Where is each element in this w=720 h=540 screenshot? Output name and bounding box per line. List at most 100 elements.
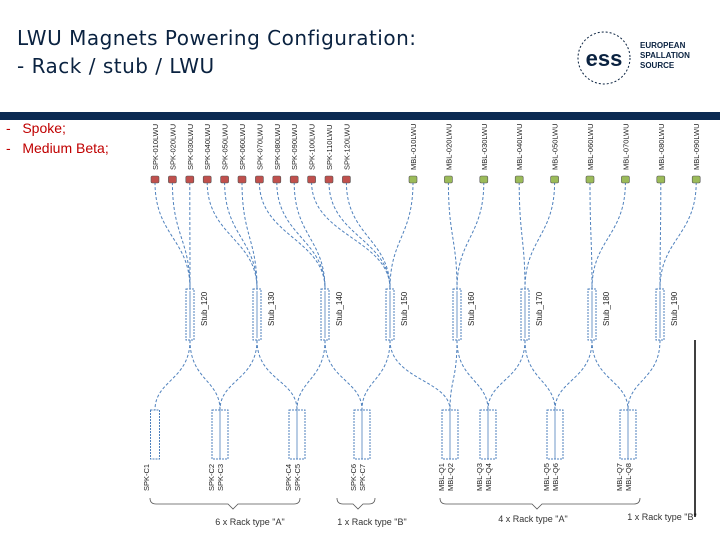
stub-label-stub_120: Stub_120: [200, 291, 209, 326]
magnet-square-spk-050lwu: [220, 175, 229, 184]
rack-label-spk-c1: SPK-C1: [142, 464, 151, 491]
magnet-label-mbl-090lwu: MBL-090LWU: [692, 123, 701, 170]
stub-label-stub_150: Stub_150: [400, 291, 409, 326]
magnet-label-spk-100lwu: SPK-100LWU: [308, 124, 317, 170]
stub-rack-link: [296, 339, 326, 411]
magnet-label-mbl-040lwu: MBL-040LWU: [515, 123, 524, 170]
magnet-square-mbl-070lwu: [621, 175, 630, 184]
stub-rack-link: [256, 339, 298, 411]
bullet-spoke: - Spoke;: [6, 120, 66, 136]
magnet-label-mbl-020lwu: MBL-020LWU: [444, 123, 453, 170]
stub-rack-link: [154, 339, 191, 411]
rack-group-label-3: 4 x Rack type "A": [498, 514, 567, 524]
magnet-label-spk-050lwu: SPK-050LWU: [221, 124, 230, 170]
magnet-label-spk-080lwu: SPK-080LWU: [273, 124, 282, 170]
magnet-stub-link: [293, 181, 326, 290]
magnet-stub-link: [447, 181, 458, 290]
rack-label-mbl-q8: MBL-Q8: [624, 463, 633, 491]
stub-label-stub_140: Stub_140: [335, 291, 344, 326]
magnet-label-mbl-010lwu: MBL-010LWU: [409, 123, 418, 170]
stub-label-stub_160: Stub_160: [467, 291, 476, 326]
magnet-square-mbl-090lwu: [691, 175, 701, 184]
magnet-label-mbl-080lwu: MBL-080LWU: [657, 123, 666, 170]
stub-label-stub_180: Stub_180: [602, 291, 611, 326]
rack-label-mbl-q2: MBL-Q2: [446, 463, 455, 491]
rack-group-label-1: 6 x Rack type "A": [215, 517, 284, 527]
magnet-stub-link: [345, 181, 391, 290]
magnet-square-spk-070lwu: [255, 175, 264, 184]
magnet-square-mbl-050lwu: [550, 175, 559, 184]
rack-label-spk-c6: SPK-C6: [349, 464, 358, 491]
rack-label-spk-c4: SPK-C4: [284, 464, 293, 491]
rack-group-brace: [439, 497, 641, 510]
magnet-label-spk-090lwu: SPK-090LWU: [290, 124, 299, 170]
title-line-2: - Rack / stub / LWU: [17, 54, 215, 78]
rack-label-spk-c2: SPK-C2: [207, 464, 216, 491]
stub-rack-link: [324, 339, 363, 411]
magnet-label-spk-070lwu: SPK-070LWU: [255, 124, 264, 170]
magnet-square-mbl-010lwu: [408, 175, 418, 184]
stub-label-stub_130: Stub_130: [267, 291, 276, 326]
magnet-square-mbl-060lwu: [585, 175, 595, 184]
magnet-square-spk-010lwu: [150, 175, 160, 184]
magnet-stub-link: [659, 181, 697, 290]
magnet-stub-link: [591, 181, 626, 290]
rack-label-mbl-q6: MBL-Q6: [551, 463, 560, 491]
rack-label-spk-c3: SPK-C3: [216, 464, 225, 491]
magnet-label-spk-040lwu: SPK-040LWU: [203, 124, 212, 170]
stub-label-stub_170: Stub_170: [535, 291, 544, 326]
slide-header: LWU Magnets Powering Configuration: - Ra…: [0, 0, 720, 112]
rack-label-spk-c5: SPK-C5: [293, 464, 302, 491]
magnet-square-mbl-080lwu: [656, 175, 666, 184]
stub-rack-link: [361, 339, 391, 411]
rack-label-mbl-q7: MBL-Q7: [615, 463, 624, 491]
magnet-stub-link: [276, 181, 326, 290]
stub-label-stub_190: Stub_190: [670, 291, 679, 326]
magnet-stub-link: [311, 181, 391, 290]
rack-label-mbl-q4: MBL-Q4: [484, 463, 493, 491]
magnet-label-mbl-030lwu: MBL-030LWU: [480, 123, 489, 170]
magnet-label-mbl-070lwu: MBL-070LWU: [621, 123, 630, 170]
rack-label-spk-c7: SPK-C7: [358, 464, 367, 491]
magnet-label-mbl-050lwu: MBL-050LWU: [551, 123, 560, 170]
magnet-label-spk-010lwu: SPK-010LWU: [151, 124, 160, 170]
magnet-square-mbl-040lwu: [514, 175, 524, 184]
stub-rack-link: [627, 339, 661, 411]
stub-rack-link: [591, 339, 629, 411]
stub-rack-link: [389, 339, 451, 411]
magnet-stub-link: [389, 181, 414, 290]
svg-text:ess: ess: [586, 46, 623, 71]
magnet-stub-link: [241, 181, 258, 290]
magnet-square-spk-060lwu: [237, 175, 247, 184]
rack-label-mbl-q3: MBL-Q3: [475, 463, 484, 491]
magnet-stub-link: [154, 181, 191, 290]
magnet-square-spk-040lwu: [202, 175, 212, 184]
stub-rack-link: [456, 339, 489, 411]
magnet-stub-link: [518, 181, 526, 290]
rack-group-brace: [149, 497, 301, 510]
magnet-stub-link: [206, 181, 258, 290]
magnet-stub-link: [589, 181, 593, 290]
title-line-1: LWU Magnets Powering Configuration:: [17, 26, 417, 50]
rack-label-mbl-q5: MBL-Q5: [542, 463, 551, 491]
magnet-label-mbl-060lwu: MBL-060LWU: [586, 123, 595, 170]
magnet-stub-link: [456, 181, 485, 290]
magnet-square-spk-020lwu: [168, 175, 177, 184]
magnet-stub-link: [328, 181, 391, 290]
bullet-list: - Spoke; - Medium Beta;: [6, 118, 109, 158]
magnet-square-spk-100lwu: [307, 175, 316, 184]
stub-rack-link: [449, 339, 458, 411]
magnet-label-spk-020lwu: SPK-020LWU: [168, 124, 177, 170]
magnet-label-spk-120lwu: SPK-120LWU: [342, 124, 351, 170]
magnet-square-spk-110lwu: [324, 175, 334, 184]
magnet-square-spk-080lwu: [272, 175, 282, 184]
magnet-square-mbl-030lwu: [479, 175, 489, 184]
magnet-label-spk-110lwu: SPK-110LWU: [325, 124, 334, 170]
rack-group-label-4: 1 x Rack type "B": [627, 512, 696, 522]
stub-rack-link: [219, 339, 258, 411]
rack-group-brace: [336, 497, 376, 510]
slide-title: LWU Magnets Powering Configuration: - Ra…: [17, 24, 417, 80]
magnet-stub-link: [171, 181, 191, 290]
magnet-square-spk-120lwu: [342, 175, 351, 184]
rack-label-mbl-q1: MBL-Q1: [437, 463, 446, 491]
